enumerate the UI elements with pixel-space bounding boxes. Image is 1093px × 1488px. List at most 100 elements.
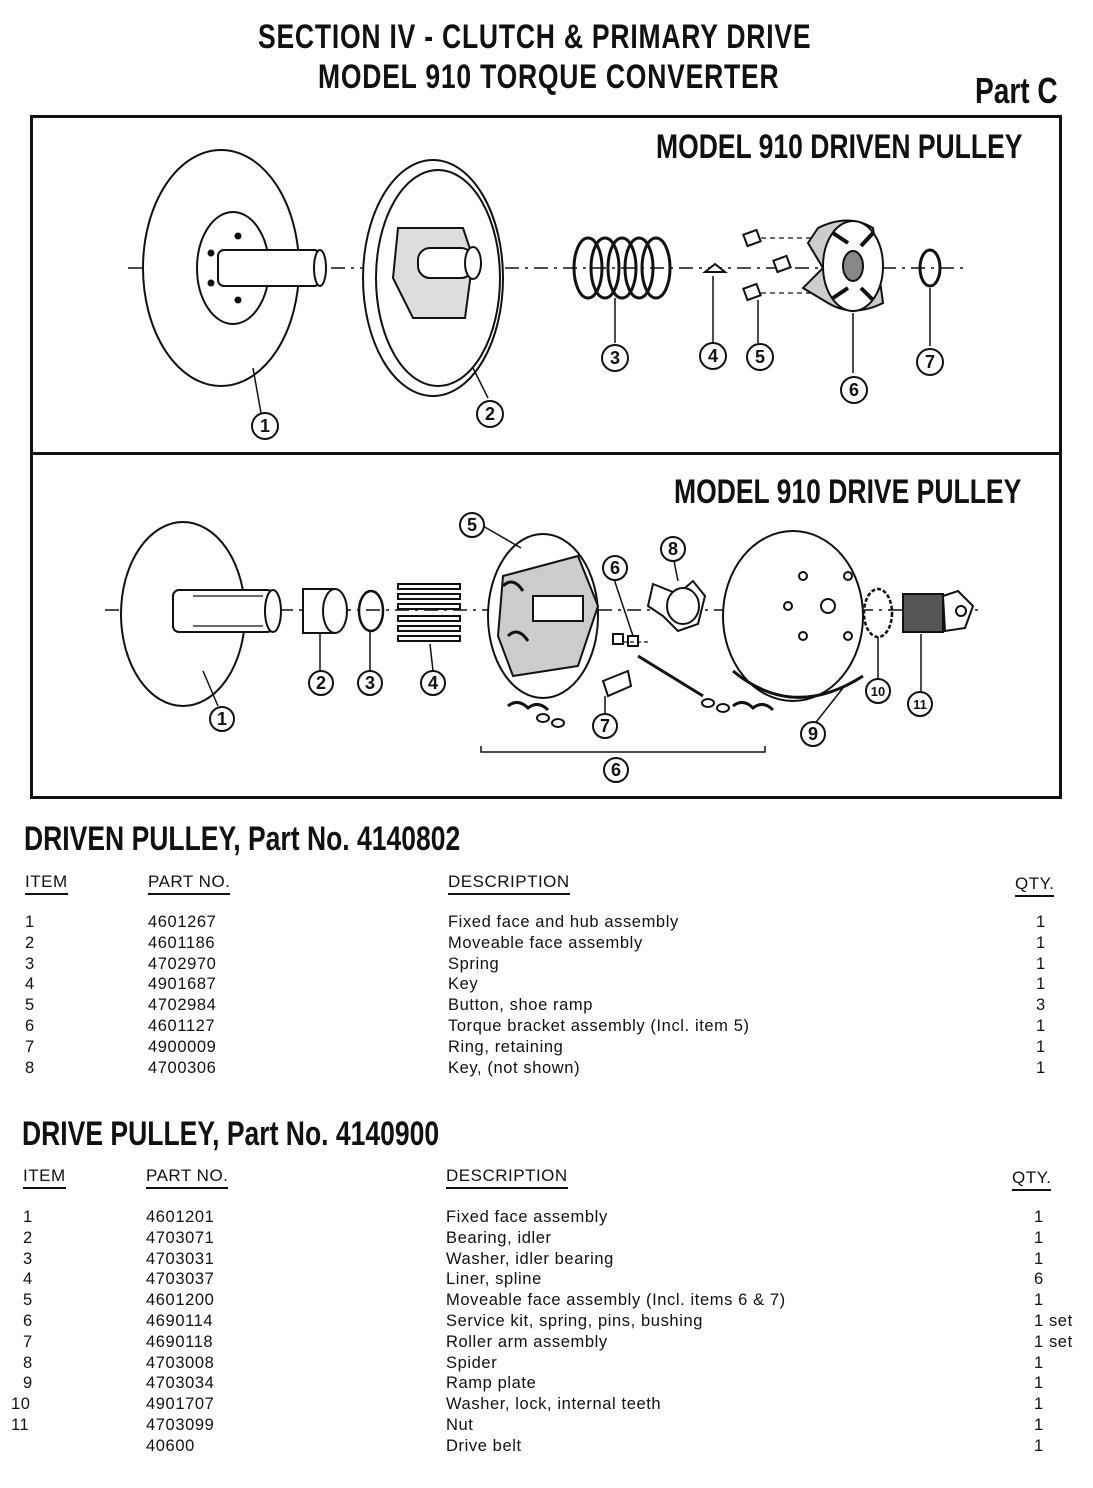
driven-callout-1: 1: [251, 412, 279, 440]
row-part-no: 4700306: [148, 1058, 217, 1077]
drive-callout-4: 4: [420, 670, 446, 696]
drive-pulley-diagram-title: MODEL 910 DRIVE PULLEY: [674, 473, 1022, 511]
drive-callout-8: 8: [660, 536, 686, 562]
row-item: 1: [25, 913, 35, 931]
row-description: Fixed face assembly: [446, 1208, 608, 1226]
drive-callout-9: 9: [800, 721, 826, 747]
row-part-no: 4703071: [146, 1228, 215, 1247]
drive-callout-6: 6: [602, 555, 628, 581]
svg-text:6: 6: [610, 558, 620, 578]
row-part-no: 4901687: [148, 975, 217, 994]
row-part-no: 40600: [146, 1436, 195, 1455]
drive-callout-7: 7: [592, 713, 618, 739]
row-item: 7: [23, 1332, 33, 1351]
row-qty: 1: [1034, 1228, 1044, 1247]
svg-text:2: 2: [485, 404, 495, 424]
drive-service-kit-parts: [507, 633, 775, 728]
svg-text:3: 3: [610, 348, 620, 368]
row-item: 5: [25, 996, 35, 1015]
row-description: Torque bracket assembly (Incl. item 5): [448, 1017, 750, 1035]
row-qty: 6: [1034, 1270, 1044, 1289]
driven-callout-3: 3: [601, 344, 629, 372]
row-qty: 1: [1036, 1058, 1046, 1077]
drive-washer-part: [357, 589, 385, 633]
drive-callout-10: 10: [865, 678, 891, 704]
row-qty: 1: [1036, 1037, 1046, 1056]
drive-ramp-plate-part: [722, 530, 864, 702]
driven-spring-part: [572, 236, 672, 300]
row-part-no: 4601267: [148, 913, 217, 931]
table-row: 2 4703071 Bearing, idler 1: [0, 1229, 1093, 1250]
driven-torque-bracket-part: [801, 219, 885, 312]
row-item: 6: [23, 1312, 33, 1330]
row-qty: 1: [1034, 1436, 1044, 1455]
row-item: 4: [23, 1270, 33, 1289]
drive-col-item: ITEM: [23, 1166, 66, 1189]
row-description: Spring: [448, 954, 500, 973]
row-description: Roller arm assembly: [446, 1332, 608, 1351]
svg-text:7: 7: [600, 716, 610, 736]
row-qty: 1: [1036, 913, 1046, 931]
row-description: Ring, retaining: [448, 1037, 564, 1056]
row-qty: 3: [1036, 996, 1046, 1015]
svg-text:6: 6: [849, 380, 859, 400]
row-qty: 1: [1036, 975, 1046, 994]
row-description: Ramp plate: [446, 1374, 537, 1393]
row-description: Bearing, idler: [446, 1228, 552, 1247]
section-title: SECTION IV - CLUTCH & PRIMARY DRIVE: [258, 18, 812, 56]
row-description: Fixed face and hub assembly: [448, 913, 679, 931]
driven-col-part: PART NO.: [148, 872, 231, 895]
row-item: 2: [25, 933, 35, 952]
row-part-no: 4703099: [146, 1416, 215, 1434]
driven-moveable-face-part: [362, 159, 504, 397]
row-part-no: 4702970: [148, 954, 217, 973]
drive-callout-6-group: 6: [603, 757, 629, 783]
row-item: 4: [25, 975, 35, 994]
row-description: Nut: [446, 1416, 474, 1434]
drive-moveable-face-part: [487, 533, 600, 699]
row-qty: 1: [1036, 954, 1046, 973]
row-qty: 1 set: [1034, 1312, 1073, 1330]
svg-text:9: 9: [808, 724, 818, 744]
row-description: Liner, spline: [446, 1270, 542, 1289]
drive-col-desc: DESCRIPTION: [446, 1166, 568, 1189]
driven-pulley-diagram-title: MODEL 910 DRIVEN PULLEY: [656, 128, 1023, 166]
drive-callout-2: 2: [308, 670, 334, 696]
row-description: Washer, lock, internal teeth: [446, 1395, 662, 1414]
drive-pulley-diagram: 1 2 3 4 5 6 7 8 9 10 11 6: [105, 512, 978, 783]
row-part-no: 4703034: [146, 1374, 215, 1393]
row-item: 7: [25, 1037, 35, 1056]
model-title: MODEL 910 TORQUE CONVERTER: [318, 58, 780, 96]
row-qty: 1: [1034, 1249, 1044, 1268]
svg-text:5: 5: [755, 347, 765, 367]
drive-nut-part: [902, 589, 975, 633]
svg-text:5: 5: [467, 515, 477, 535]
row-item: 2: [23, 1228, 33, 1247]
driven-button-parts: [742, 228, 813, 302]
driven-pulley-table-title: DRIVEN PULLEY, Part No. 4140802: [24, 820, 461, 858]
row-qty: 1: [1036, 1017, 1046, 1035]
row-qty: 1 set: [1034, 1332, 1073, 1351]
svg-text:6: 6: [611, 760, 621, 780]
row-qty: 1: [1034, 1374, 1044, 1393]
row-description: Moveable face assembly: [448, 933, 643, 952]
row-description: Drive belt: [446, 1436, 522, 1455]
row-part-no: 4703031: [146, 1249, 215, 1268]
row-part-no: 4703037: [146, 1270, 215, 1289]
drive-lock-washer-part: [862, 587, 894, 639]
row-part-no: 4601186: [148, 933, 216, 952]
table-row: 1 4601267 Fixed face and hub assembly 1: [0, 913, 1093, 934]
svg-text:1: 1: [217, 709, 227, 729]
svg-text:3: 3: [365, 673, 375, 693]
driven-callout-5: 5: [746, 343, 774, 371]
drive-col-part: PART NO.: [146, 1166, 229, 1189]
